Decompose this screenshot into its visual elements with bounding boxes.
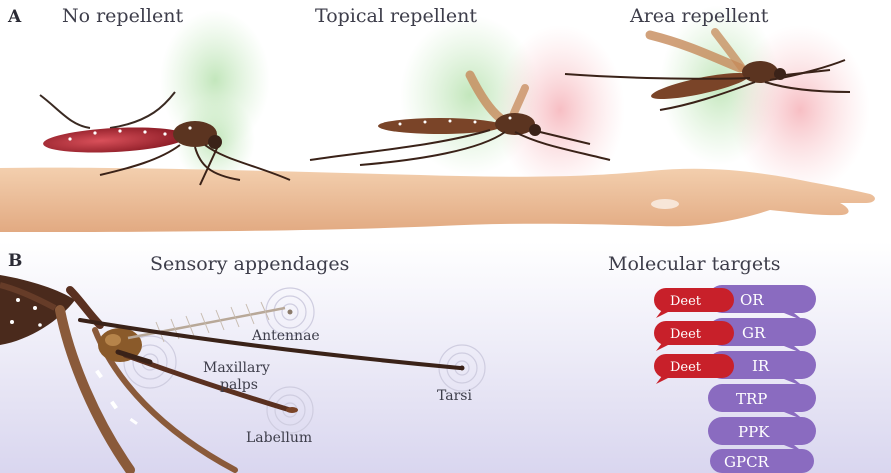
panel-b-label: B	[8, 251, 22, 271]
target-ir-label: IR	[752, 357, 770, 375]
condition-area-repellent: Area repellent	[629, 5, 769, 27]
deet-or-label: Deet	[670, 294, 702, 309]
target-gpcr: GPCR	[710, 449, 814, 473]
maxillary-palps-label-line2: palps	[220, 377, 258, 393]
deet-gr-label: Deet	[670, 327, 702, 342]
tarsi-label: Tarsi	[437, 388, 472, 404]
target-trp-label: TRP	[736, 390, 767, 408]
condition-topical-repellent: Topical repellent	[315, 5, 477, 27]
target-gr-label: GR	[742, 324, 766, 342]
odor-haze	[160, 5, 870, 195]
panel-a: A No repellent Topical repellent Area re…	[0, 5, 875, 232]
molecular-targets-title: Molecular targets	[608, 253, 780, 275]
antennae-label: Antennae	[251, 328, 320, 344]
sensory-appendages-title: Sensory appendages	[150, 253, 349, 275]
target-or-label: OR	[740, 291, 764, 309]
target-ppk-label: PPK	[738, 423, 770, 441]
condition-no-repellent: No repellent	[62, 5, 183, 27]
human-arm	[0, 168, 875, 232]
deet-ir-label: Deet	[670, 360, 702, 375]
labellum-label: Labellum	[246, 430, 312, 446]
maxillary-palps-label-line1: Maxillary	[203, 360, 270, 376]
panel-a-label: A	[7, 7, 22, 27]
panel-b: B Sensory appendages Molecular targets	[0, 242, 891, 473]
bite-spot	[651, 199, 679, 209]
target-gpcr-label: GPCR	[724, 453, 770, 471]
